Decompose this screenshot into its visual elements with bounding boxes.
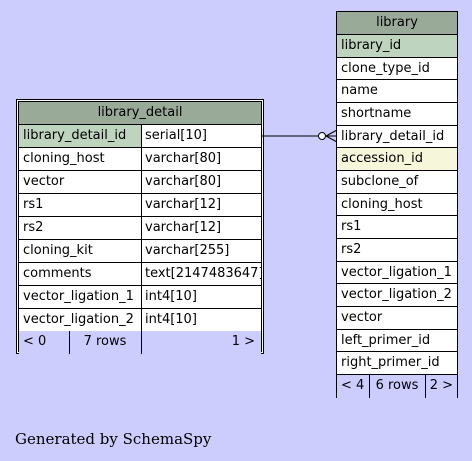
column-name: vector_ligation_1	[341, 264, 452, 280]
library-detail-children-link[interactable]: 1 >	[231, 334, 255, 349]
library-column-row[interactable]: left_primer_id	[337, 330, 457, 353]
column-name: clone_type_id	[341, 60, 430, 76]
column-name: name	[341, 83, 378, 99]
library-column-row[interactable]: rs1	[337, 216, 457, 240]
column-type: varchar[255]	[145, 243, 230, 258]
library-column-row[interactable]: vector_ligation_1	[337, 262, 457, 285]
column-type: varchar[12]	[145, 220, 222, 235]
library-column-row[interactable]: cloning_host	[337, 194, 457, 217]
library-detail-parents-link[interactable]: < 0	[23, 334, 47, 349]
column-name: rs1	[341, 219, 362, 235]
library-detail-column-row[interactable]: rs1 varchar[12]	[19, 194, 261, 217]
column-type: serial[10]	[145, 128, 207, 143]
column-type: varchar[80]	[145, 174, 222, 189]
library-row-count: 6 rows	[375, 378, 419, 393]
library-footer: < 4 6 rows 2 >	[337, 375, 457, 398]
column-name: cloning_host	[341, 196, 423, 212]
library-detail-column-row[interactable]: vector varchar[80]	[19, 171, 261, 194]
library-column-row[interactable]: shortname	[337, 103, 457, 126]
column-name: shortname	[341, 106, 412, 121]
library-detail-table[interactable]: library_detail library_detail_id serial[1…	[16, 99, 264, 354]
column-type: varchar[12]	[145, 197, 222, 212]
crows-foot-lower	[325, 135, 338, 143]
library-detail-column-row[interactable]: rs2 varchar[12]	[19, 217, 261, 240]
library-detail-title-text: library_detail	[97, 105, 183, 120]
column-name: vector	[341, 310, 383, 326]
column-name: cloning_kit	[23, 243, 93, 258]
column-name: rs2	[23, 220, 44, 235]
library-column-row[interactable]: library_id	[337, 35, 457, 58]
column-type: int4[10]	[145, 289, 197, 304]
column-type: int4[10]	[145, 312, 197, 327]
generated-by-label: Generated by SchemaSpy	[15, 430, 212, 448]
library-detail-row-count: 7 rows	[83, 334, 127, 349]
column-name: vector	[23, 174, 65, 189]
library-title[interactable]: library	[337, 12, 457, 35]
column-name: subclone_of	[341, 174, 419, 190]
library-column-row[interactable]: name	[337, 80, 457, 103]
library-parents-link[interactable]: < 4	[341, 378, 365, 393]
column-type: text[2147483647]	[145, 266, 261, 281]
library-column-row[interactable]: rs2	[337, 239, 457, 262]
column-name: rs1	[23, 197, 44, 212]
column-name: rs2	[341, 242, 362, 258]
library-detail-footer: < 0 7 rows 1 >	[19, 331, 261, 354]
column-name: library_detail_id	[341, 128, 445, 144]
column-name: library_id	[341, 38, 402, 53]
zero-cardinality-icon	[318, 132, 326, 140]
column-name: vector_ligation_1	[23, 289, 134, 304]
library-column-row[interactable]: subclone_of	[337, 171, 457, 194]
library-detail-title[interactable]: library_detail	[19, 102, 261, 125]
library-column-row[interactable]: vector	[337, 307, 457, 330]
column-name: library_detail_id	[19, 125, 141, 147]
column-type: varchar[80]	[145, 151, 222, 166]
library-children-link[interactable]: 2 >	[429, 378, 453, 393]
library-detail-column-row[interactable]: comments text[2147483647]	[19, 263, 261, 286]
library-column-row[interactable]: library_detail_id	[337, 126, 457, 149]
column-name: vector_ligation_2	[23, 312, 134, 327]
column-name: right_primer_id	[341, 355, 440, 371]
library-detail-column-row[interactable]: cloning_host varchar[80]	[19, 148, 261, 171]
library-detail-column-row[interactable]: cloning_kit varchar[255]	[19, 240, 261, 263]
library-column-row[interactable]: vector_ligation_2	[337, 284, 457, 308]
library-title-text: library	[376, 15, 418, 30]
crows-foot-upper	[325, 129, 338, 137]
column-name: accession_id	[341, 151, 423, 167]
library-column-row[interactable]: clone_type_id	[337, 58, 457, 81]
library-column-row[interactable]: right_primer_id	[337, 352, 457, 376]
library-column-row[interactable]: accession_id	[337, 148, 457, 171]
column-name: cloning_host	[23, 151, 105, 166]
column-name: left_primer_id	[341, 332, 431, 348]
column-name: vector_ligation_2	[341, 287, 452, 303]
library-detail-column-row[interactable]: library_detail_id serial[10]	[19, 125, 261, 148]
library-detail-column-row[interactable]: vector_ligation_1 int4[10]	[19, 286, 261, 309]
column-name: comments	[23, 266, 92, 281]
